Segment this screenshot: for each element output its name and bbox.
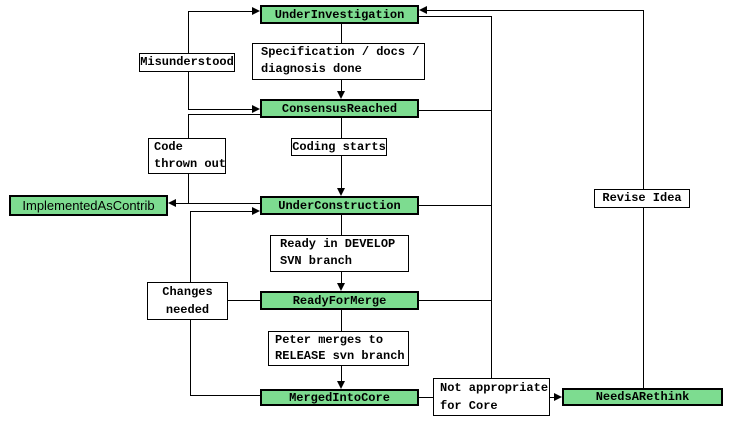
arrowhead-into-underinvestigation-right bbox=[419, 6, 427, 14]
label-spec-done-line2: diagnosis done bbox=[261, 62, 362, 76]
edge-return-from-consensusreached bbox=[419, 110, 491, 111]
arrowhead-into-underconstruction-top bbox=[337, 188, 345, 196]
label-changes-needed-line1: Changes bbox=[162, 285, 213, 299]
label-misunderstood: Misunderstood bbox=[139, 53, 235, 72]
label-ready-in-develop-line1: Ready in DEVELOP bbox=[280, 237, 396, 251]
edge-coding-to-uc bbox=[341, 156, 342, 189]
arrowhead-into-implementedascontrib bbox=[168, 199, 176, 207]
edge-into-consensusreached-left bbox=[188, 109, 252, 110]
edge-from-mergedintocore-left bbox=[190, 395, 260, 396]
label-ready-in-develop-line2: SVN branch bbox=[280, 254, 353, 268]
arrowhead-into-consensusreached-left bbox=[252, 105, 260, 113]
label-code-thrown-out-line2: thrown out bbox=[154, 157, 226, 171]
state-implementedascontrib: ImplementedAsContrib bbox=[9, 195, 168, 216]
label-not-appropriate: Not appropriate for Core bbox=[433, 378, 550, 416]
edge-from-readyformerge-left bbox=[228, 300, 260, 301]
edge-ui-to-spec bbox=[341, 23, 342, 43]
label-peter-merges-line1: Peter merges to bbox=[275, 333, 384, 347]
edge-uc-to-ready bbox=[341, 215, 342, 235]
edge-into-underconstruction-left bbox=[190, 211, 252, 212]
label-coding-starts-text: Coding starts bbox=[292, 140, 386, 154]
edge-return-from-underconstruction bbox=[419, 205, 491, 206]
state-underinvestigation: UnderInvestigation bbox=[260, 5, 419, 24]
label-code-thrown-out-line1: Code bbox=[154, 140, 183, 154]
edge-revise-idea-vertical-upper bbox=[643, 10, 644, 189]
state-readyformerge: ReadyForMerge bbox=[260, 291, 419, 310]
label-misunderstood-text: Misunderstood bbox=[140, 55, 234, 69]
edge-spec-to-cr bbox=[341, 80, 342, 92]
label-peter-merges: Peter merges to RELEASE svn branch bbox=[268, 331, 409, 366]
state-needsarethink: NeedsARethink bbox=[562, 388, 723, 406]
edge-return-from-readyformerge bbox=[419, 300, 491, 301]
label-revise-idea: Revise Idea bbox=[594, 189, 690, 208]
arrowhead-into-needsarethink bbox=[554, 393, 562, 401]
label-spec-done-line1: Specification / docs / bbox=[261, 45, 420, 59]
arrowhead-into-underconstruction-left bbox=[252, 207, 260, 215]
edge-notappropriate-to-nar bbox=[550, 397, 554, 398]
arrowhead-into-readyformerge-top bbox=[337, 283, 345, 291]
arrowhead-into-mergedintocore-top bbox=[337, 381, 345, 389]
label-changes-needed: Changes needed bbox=[147, 282, 228, 320]
label-not-appropriate-line2: for Core bbox=[440, 399, 498, 413]
edge-peter-to-mic bbox=[341, 366, 342, 382]
edge-revise-idea-top bbox=[427, 10, 643, 11]
edge-rfm-to-peter bbox=[341, 310, 342, 331]
label-not-appropriate-line1: Not appropriate bbox=[440, 381, 549, 395]
edge-return-vertical bbox=[491, 16, 492, 378]
label-revise-idea-text: Revise Idea bbox=[602, 191, 682, 205]
state-mergedintocore: MergedIntoCore bbox=[260, 389, 419, 406]
state-consensusreached: ConsensusReached bbox=[260, 99, 419, 118]
arrowhead-into-consensusreached-top bbox=[337, 91, 345, 99]
edge-into-underinvestigation-left bbox=[188, 11, 252, 12]
edge-mic-to-notappropriate bbox=[419, 397, 433, 398]
edge-revise-idea-vertical-lower bbox=[643, 208, 644, 388]
state-underconstruction: UnderConstruction bbox=[260, 196, 419, 215]
label-changes-needed-line2: needed bbox=[165, 303, 210, 317]
edge-cr-to-coding bbox=[341, 118, 342, 138]
edge-to-implementedascontrib bbox=[176, 203, 260, 204]
edge-return-top bbox=[419, 16, 491, 17]
label-ready-in-develop: Ready in DEVELOP SVN branch bbox=[270, 235, 409, 272]
label-spec-done: Specification / docs / diagnosis done bbox=[252, 43, 425, 80]
label-code-thrown-out: Code thrown out bbox=[148, 138, 226, 174]
arrowhead-into-underinvestigation-left bbox=[252, 7, 260, 15]
edge-from-consensusreached-left bbox=[188, 114, 260, 115]
label-peter-merges-line2: RELEASE svn branch bbox=[275, 349, 405, 363]
edge-ready-to-rfm bbox=[341, 272, 342, 284]
label-coding-starts: Coding starts bbox=[291, 138, 387, 156]
